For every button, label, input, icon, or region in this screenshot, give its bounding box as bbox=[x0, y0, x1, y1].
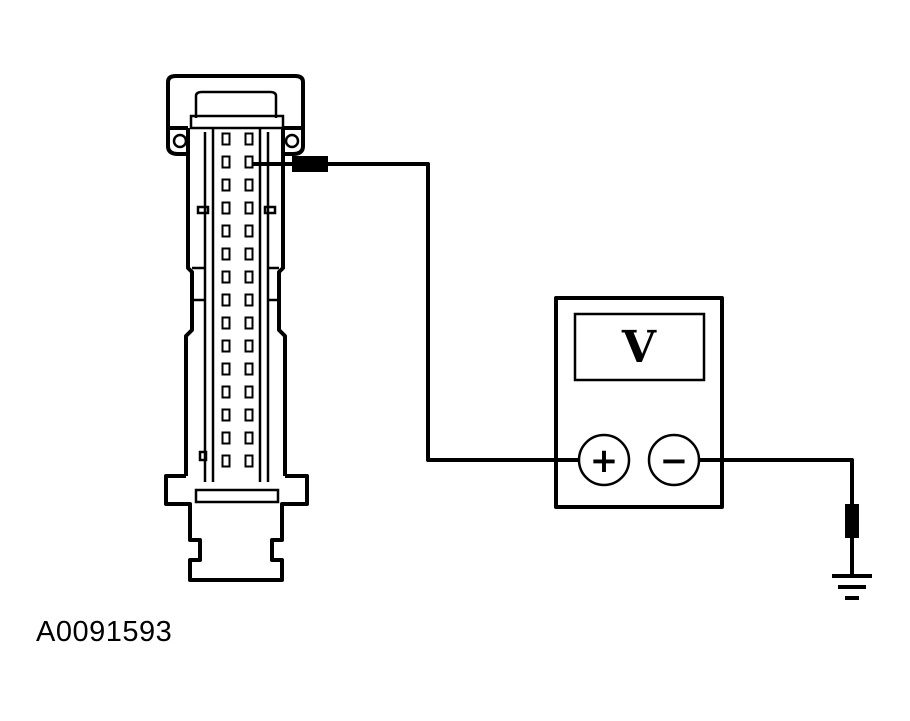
pin-cavity bbox=[244, 270, 254, 284]
pin-cavity bbox=[244, 316, 254, 330]
pin-cavity bbox=[221, 270, 231, 284]
pin-cavity bbox=[221, 431, 231, 445]
pin-cavity bbox=[221, 155, 231, 169]
voltmeter: V + − bbox=[554, 296, 724, 509]
pin-cavity bbox=[221, 362, 231, 376]
positive-terminal-icon bbox=[577, 433, 631, 487]
pin-cavity bbox=[244, 431, 254, 445]
pin-cavity bbox=[221, 316, 231, 330]
pin-cavity bbox=[221, 339, 231, 353]
negative-test-lead bbox=[699, 458, 859, 574]
pin-cavity bbox=[244, 362, 254, 376]
pin-cavity bbox=[221, 201, 231, 215]
pin-cavity bbox=[244, 247, 254, 261]
pin-cavity bbox=[244, 385, 254, 399]
positive-terminal-label: + bbox=[590, 441, 619, 481]
connector-pins bbox=[221, 132, 254, 468]
pin-cavity bbox=[221, 293, 231, 307]
pin-cavity bbox=[244, 339, 254, 353]
pin-cavity bbox=[221, 247, 231, 261]
pin-cavity bbox=[244, 293, 254, 307]
pin-cavity bbox=[221, 408, 231, 422]
ground-symbol-icon bbox=[832, 574, 872, 600]
connector bbox=[164, 74, 309, 582]
pin-cavity bbox=[221, 385, 231, 399]
pin-cavity bbox=[244, 408, 254, 422]
pin-cavity bbox=[221, 132, 231, 146]
pin-cavity bbox=[244, 155, 254, 169]
meter-display-label: V bbox=[621, 322, 657, 373]
pin-cavity bbox=[244, 132, 254, 146]
negative-terminal-label: − bbox=[660, 441, 689, 481]
pin-cavity bbox=[221, 178, 231, 192]
pin-cavity bbox=[244, 224, 254, 238]
pin-cavity bbox=[244, 201, 254, 215]
positive-test-lead bbox=[252, 156, 580, 462]
pin-cavity bbox=[244, 454, 254, 468]
meter-display bbox=[573, 312, 706, 382]
pin-cavity bbox=[221, 454, 231, 468]
figure-id: A0091593 bbox=[36, 616, 173, 648]
pin-cavity bbox=[221, 224, 231, 238]
pin-cavity bbox=[244, 178, 254, 192]
